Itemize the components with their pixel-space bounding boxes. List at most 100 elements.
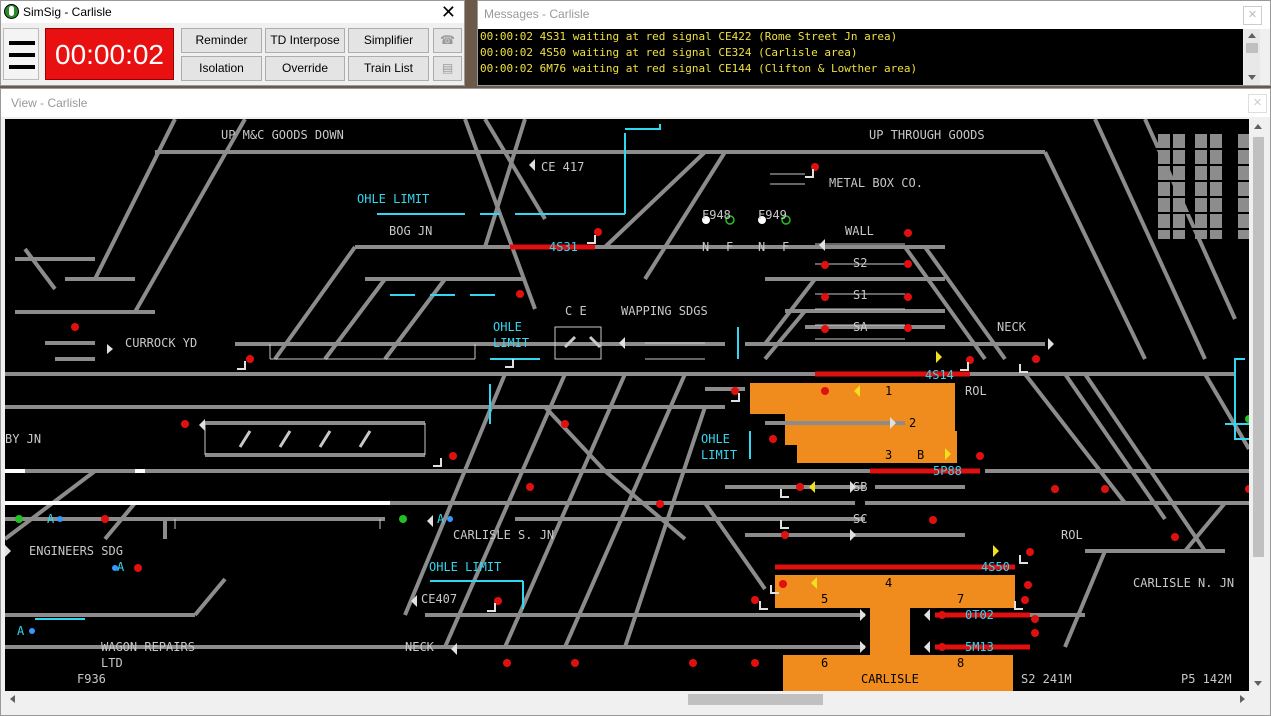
label-carlisle-s-jn: CARLISLE S. JN xyxy=(453,528,555,542)
label-limit: LIMIT xyxy=(493,336,530,350)
view-vertical-scrollbar[interactable] xyxy=(1250,119,1267,691)
platform-number: 1 xyxy=(885,384,893,398)
label-a: A xyxy=(47,512,55,526)
label-f949: F949 xyxy=(758,208,787,222)
menu-button[interactable] xyxy=(3,28,39,80)
messages-window: Messages - Carlisle ✕ 00:00:02 4S31 wait… xyxy=(477,0,1271,86)
message-line[interactable]: 00:00:02 4S50 waiting at red signal CE32… xyxy=(480,46,858,59)
control-title: SimSig - Carlisle xyxy=(23,5,112,19)
scrollbar-arrows-icon xyxy=(1253,124,1264,686)
berth-4s50[interactable]: 4S50 xyxy=(981,560,1010,574)
label-sa: SA xyxy=(853,320,868,334)
label-n: N xyxy=(758,240,766,254)
label-neck: NECK xyxy=(405,640,434,654)
hamburger-icon-bar xyxy=(9,65,35,69)
message-line[interactable]: 00:00:02 4S31 waiting at red signal CE42… xyxy=(480,30,898,43)
messages-title: Messages - Carlisle xyxy=(484,7,590,21)
messages-close-icon[interactable]: ✕ xyxy=(1243,6,1262,25)
hamburger-icon xyxy=(9,41,35,45)
td-interpose-button[interactable]: TD Interpose xyxy=(265,28,345,53)
label-currock-yd: CURROCK YD xyxy=(125,336,198,350)
label-wagon-repairs: WAGON REPAIRS xyxy=(101,640,195,654)
view-close-icon[interactable]: ✕ xyxy=(1248,94,1267,113)
view-title-bar[interactable]: View - Carlisle ✕ xyxy=(1,89,1270,117)
label-ce: C E xyxy=(565,304,587,318)
label-ohle-limit: OHLE LIMIT xyxy=(429,560,502,574)
platform-number: 2 xyxy=(909,416,917,430)
scrollbar-arrows-icon xyxy=(10,694,1245,705)
label-a: A xyxy=(17,624,25,638)
view-title: View - Carlisle xyxy=(11,96,88,110)
label-by-jn: BY JN xyxy=(5,432,42,446)
platform-6-8 xyxy=(783,655,1013,691)
label-ce417: CE 417 xyxy=(541,160,585,174)
reminder-button[interactable]: Reminder xyxy=(181,28,262,53)
train-list-button[interactable]: Train List xyxy=(348,56,429,81)
message-line[interactable]: 00:00:02 6M76 waiting at red signal CE14… xyxy=(480,62,918,75)
label-ohle: OHLE xyxy=(493,320,522,334)
label-f948: F948 xyxy=(702,208,731,222)
platform-number: 7 xyxy=(957,592,965,606)
view-horizontal-scrollbar[interactable] xyxy=(5,691,1250,708)
close-icon[interactable]: ✕ xyxy=(440,2,456,22)
override-button[interactable]: Override xyxy=(265,56,345,81)
messages-list[interactable]: 00:00:02 4S31 waiting at red signal CE42… xyxy=(478,29,1243,85)
label-s1: S1 xyxy=(853,288,868,302)
simplifier-button[interactable]: Simplifier xyxy=(348,28,429,53)
scrollbar-arrows-icon xyxy=(1246,33,1258,80)
telephone-icon[interactable]: ☎ xyxy=(433,28,462,53)
label-sc: SC xyxy=(853,512,868,526)
label-a: A xyxy=(437,512,445,526)
label-f: F xyxy=(782,240,790,254)
platform-4-5-7 xyxy=(775,575,1015,608)
control-window: SimSig - Carlisle ✕ 00:00:02 Reminder TD… xyxy=(0,0,465,86)
label-bog-jn: BOG JN xyxy=(389,224,433,238)
platform-number: 4 xyxy=(885,576,893,590)
platform-number: 6 xyxy=(821,656,829,670)
label-n: N xyxy=(702,240,710,254)
label-p5-142m: P5 142M xyxy=(1181,672,1232,686)
platform-3 xyxy=(797,431,957,463)
label-up-mc-goods: UP M&C GOODS DOWN xyxy=(221,128,344,142)
label-f936: F936 xyxy=(77,672,106,686)
label-sb: SB xyxy=(853,480,868,494)
label-ohle: OHLE xyxy=(701,432,730,446)
platform-number: 3 xyxy=(885,448,893,462)
platform-number: B xyxy=(917,448,925,462)
label-ohle-limit: OHLE LIMIT xyxy=(357,192,430,206)
track-layout xyxy=(5,119,1249,691)
berth-4s31[interactable]: 4S31 xyxy=(549,240,578,254)
label-rol: ROL xyxy=(965,384,987,398)
label-s2-241m: S2 241M xyxy=(1021,672,1072,686)
simsig-logo-icon xyxy=(4,4,19,19)
berth-0t02[interactable]: 0T02 xyxy=(965,608,994,622)
label-wall: WALL xyxy=(845,224,874,238)
sim-clock[interactable]: 00:00:02 xyxy=(45,28,174,80)
hamburger-icon-bar xyxy=(9,53,35,57)
messages-scrollbar[interactable] xyxy=(1244,29,1260,85)
label-up-through-goods: UP THROUGH GOODS xyxy=(869,128,985,142)
isolation-button[interactable]: Isolation xyxy=(181,56,262,81)
berth-4s14[interactable]: 4S14 xyxy=(925,368,954,382)
platform-number: 8 xyxy=(957,656,965,670)
printer-icon[interactable]: ▤ xyxy=(433,56,462,81)
berth-5p88[interactable]: 5P88 xyxy=(933,464,962,478)
label-ce407: CE407 xyxy=(421,592,458,606)
label-neck: NECK xyxy=(997,320,1026,334)
label-carlisle-n-jn: CARLISLE N. JN xyxy=(1133,576,1235,590)
label-wapping-sdgs: WAPPING SDGS xyxy=(621,304,708,318)
label-carlisle-station: CARLISLE xyxy=(861,672,919,686)
messages-title-bar[interactable]: Messages - Carlisle ✕ xyxy=(478,1,1270,29)
label-f: F xyxy=(726,240,734,254)
label-engineers-sdg: ENGINEERS SDG xyxy=(29,544,123,558)
berth-5m13[interactable]: 5M13 xyxy=(965,640,994,654)
label-limit: LIMIT xyxy=(701,448,738,462)
label-rol: ROL xyxy=(1061,528,1083,542)
view-window: View - Carlisle ✕ xyxy=(0,88,1271,716)
control-title-bar[interactable]: SimSig - Carlisle ✕ xyxy=(1,1,464,23)
platform-1-2 xyxy=(750,383,955,445)
label-a: A xyxy=(117,560,125,574)
signal-diagram[interactable]: UP M&C GOODS DOWN UP THROUGH GOODS CE 41… xyxy=(5,119,1249,691)
label-s2: S2 xyxy=(853,256,868,270)
label-metal-box: METAL BOX CO. xyxy=(829,176,923,190)
